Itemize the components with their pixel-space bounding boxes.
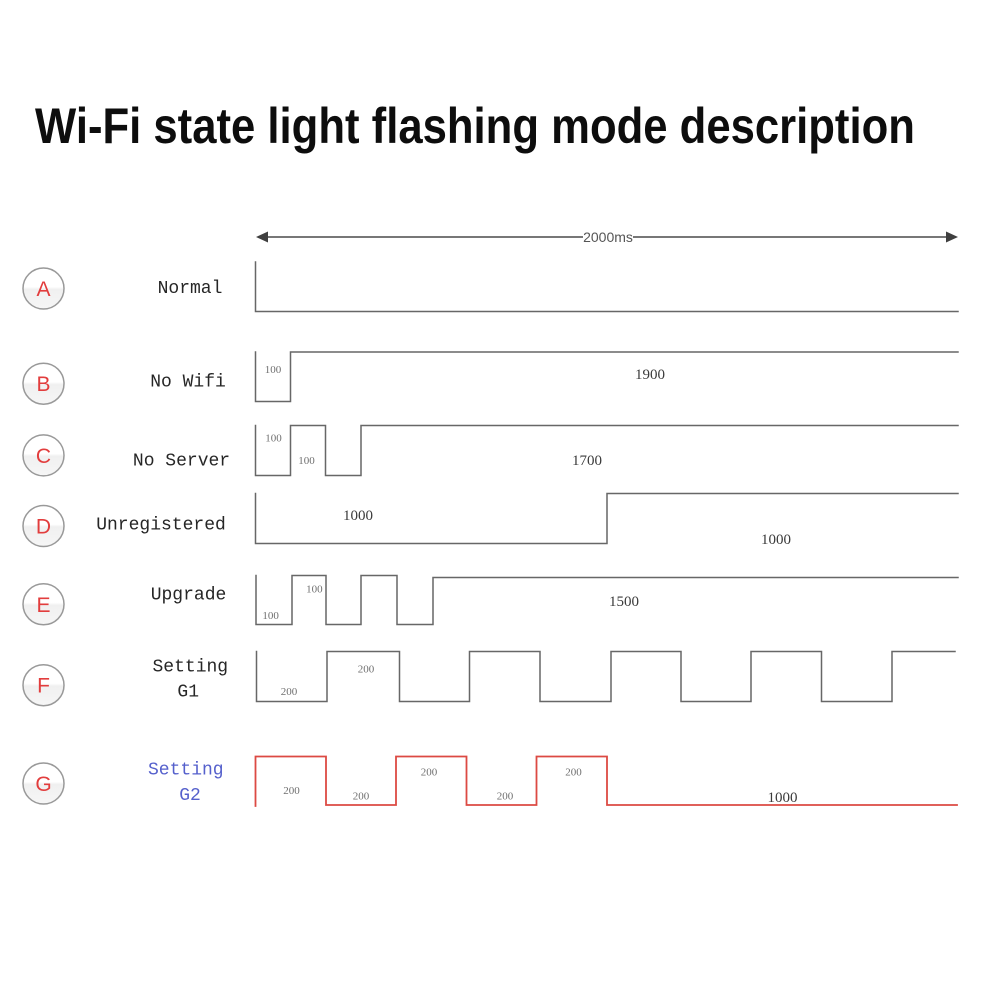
svg-text:100: 100 — [306, 584, 323, 596]
svg-text:D: D — [36, 516, 51, 539]
svg-text:Unregistered: Unregistered — [96, 516, 226, 536]
svg-text:Upgrade: Upgrade — [151, 586, 227, 606]
svg-text:Normal: Normal — [158, 279, 223, 299]
svg-text:E: E — [36, 594, 50, 617]
svg-text:1900: 1900 — [635, 367, 665, 383]
svg-text:200: 200 — [358, 664, 375, 676]
svg-text:1000: 1000 — [761, 532, 791, 548]
svg-text:1000: 1000 — [768, 790, 798, 806]
svg-text:F: F — [37, 675, 50, 698]
svg-text:C: C — [36, 445, 51, 468]
svg-text:1000: 1000 — [343, 508, 373, 524]
svg-text:200: 200 — [353, 791, 370, 803]
svg-text:100: 100 — [265, 364, 282, 376]
svg-text:100: 100 — [265, 433, 282, 445]
svg-text:200: 200 — [281, 686, 298, 698]
svg-text:200: 200 — [421, 767, 438, 779]
svg-text:No Wifi: No Wifi — [150, 373, 226, 393]
svg-text:200: 200 — [497, 791, 514, 803]
svg-text:1700: 1700 — [572, 453, 602, 469]
svg-text:G1: G1 — [177, 683, 199, 703]
svg-text:2000ms: 2000ms — [583, 229, 633, 245]
svg-text:1500: 1500 — [609, 594, 639, 610]
svg-text:No Server: No Server — [133, 452, 230, 472]
svg-text:100: 100 — [262, 610, 279, 622]
svg-text:100: 100 — [298, 455, 315, 467]
svg-text:B: B — [36, 373, 50, 396]
svg-text:Setting: Setting — [148, 761, 224, 781]
svg-text:200: 200 — [565, 767, 582, 779]
svg-text:Setting: Setting — [152, 658, 228, 678]
svg-text:A: A — [36, 278, 50, 301]
svg-text:200: 200 — [283, 785, 300, 797]
svg-text:G2: G2 — [179, 786, 201, 806]
svg-text:G: G — [35, 773, 51, 796]
